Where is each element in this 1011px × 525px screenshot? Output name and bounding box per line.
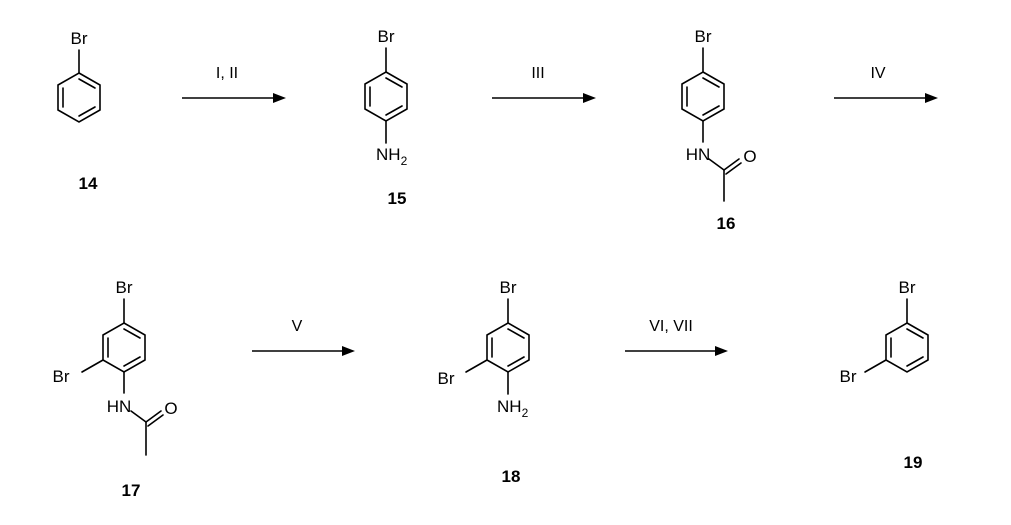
compound-label: 14 xyxy=(79,174,98,193)
bromine-atom: Br xyxy=(500,278,517,297)
compound-16: Br HN O 16 xyxy=(681,27,757,233)
benzene-ring xyxy=(681,71,725,122)
amino-group: NH2 xyxy=(376,145,408,168)
reagent-label: I, II xyxy=(216,65,238,82)
bromine-atom: Br xyxy=(71,29,88,48)
compound-label: 16 xyxy=(717,214,736,233)
benzene-ring xyxy=(885,322,929,373)
reagent-label: VI, VII xyxy=(649,318,693,335)
oxygen-atom: O xyxy=(743,147,756,166)
reagent-label: V xyxy=(292,318,303,335)
n-c-bond xyxy=(708,158,725,171)
oxygen-atom: O xyxy=(164,399,177,418)
reaction-arrow-step-5: VI, VII xyxy=(625,318,728,356)
bromine-atom: Br xyxy=(899,278,916,297)
c-br-bond xyxy=(81,359,104,373)
benzene-ring xyxy=(57,72,101,123)
reaction-arrow-step-3: IV xyxy=(834,65,938,103)
bromine-atom: Br xyxy=(116,278,133,297)
compound-15: Br NH2 15 xyxy=(364,27,408,208)
compound-label: 18 xyxy=(502,467,521,486)
benzene-ring xyxy=(486,322,530,373)
compound-17: Br Br HN O 17 xyxy=(53,278,178,500)
bromine-atom: Br xyxy=(695,27,712,46)
benzene-ring xyxy=(102,322,146,373)
compound-14: Br 14 xyxy=(57,29,101,193)
carbonyl-double-bond xyxy=(723,158,740,171)
c-br-bond xyxy=(465,359,488,373)
compound-label: 17 xyxy=(122,481,141,500)
reagent-label: III xyxy=(531,65,544,82)
amide-nh: HN xyxy=(107,397,132,416)
amino-group: NH2 xyxy=(497,397,529,420)
benzene-ring xyxy=(364,71,408,122)
compound-19: Br Br 19 xyxy=(840,278,929,472)
compound-label: 15 xyxy=(388,189,407,208)
reaction-arrow-step-2: III xyxy=(492,65,596,103)
reagent-label: IV xyxy=(870,65,885,82)
c-br-bond xyxy=(864,359,887,373)
bromine-atom: Br xyxy=(438,369,455,388)
bromine-atom: Br xyxy=(378,27,395,46)
compound-label: 19 xyxy=(904,453,923,472)
compound-18: Br Br NH2 18 xyxy=(438,278,530,486)
bromine-atom: Br xyxy=(840,367,857,386)
n-c-bond xyxy=(130,410,147,423)
reaction-arrow-step-1: I, II xyxy=(182,65,286,103)
bromine-atom: Br xyxy=(53,367,70,386)
carbonyl-double-bond xyxy=(145,410,162,423)
amide-nh: HN xyxy=(686,145,711,164)
reaction-arrow-step-4: V xyxy=(252,318,355,356)
